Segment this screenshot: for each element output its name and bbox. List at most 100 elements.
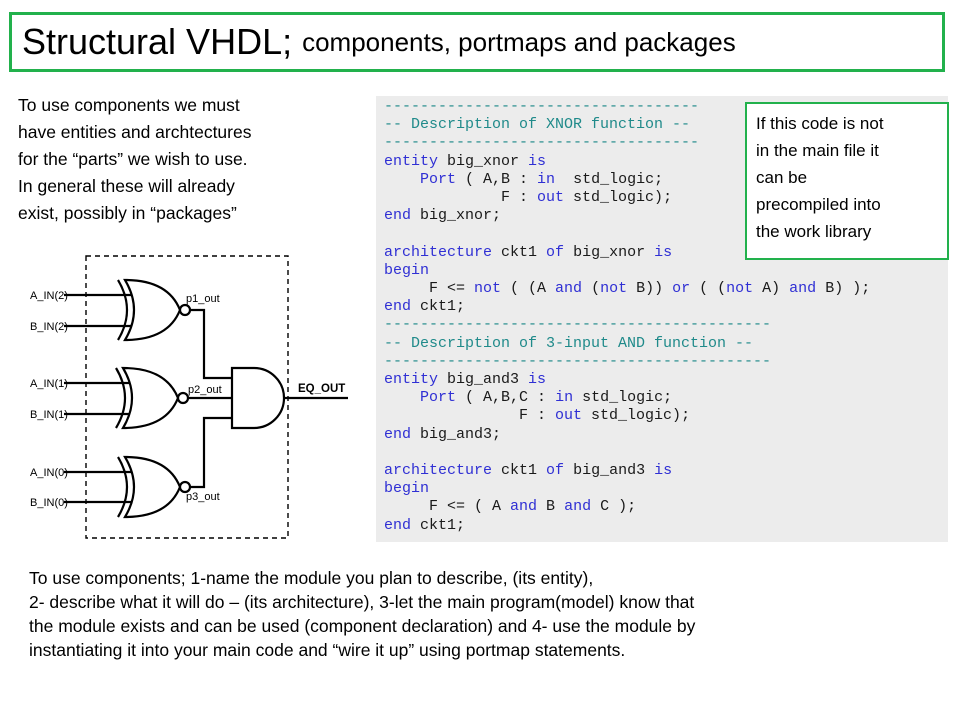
code-comment: -- Description of 3-input AND function -… (384, 334, 754, 352)
code-keyword: out (537, 189, 565, 206)
code-keyword: of (546, 243, 565, 261)
code-text: std_logic); (564, 189, 673, 206)
code-text: ckt1 (492, 462, 547, 479)
wire-p3 (190, 416, 232, 489)
code-keyword: not (474, 280, 502, 297)
code-comment: ----------------------------------- (384, 134, 700, 152)
code-keyword: not (600, 280, 628, 297)
code-keyword: and (555, 280, 583, 297)
code-line: entity big_xnor is (384, 153, 546, 171)
code-text: F : (384, 407, 556, 425)
code-text: big_and3 (564, 462, 655, 479)
intro-line: To use components we must (18, 95, 240, 115)
code-text: ( A,B,C : (456, 389, 556, 407)
code-line: -- Description of 3-input AND function -… (384, 335, 753, 353)
code-keyword: architecture (384, 462, 493, 479)
input-label: A_IN(0) (30, 467, 68, 479)
code-keyword: is (654, 462, 673, 479)
precompile-note: If this code is not in the main file it … (745, 102, 949, 260)
code-keyword: entity (384, 152, 439, 170)
intro-line: for the “parts” we wish to use. (18, 149, 248, 169)
note-line: in the main file it (756, 141, 879, 160)
code-keyword: not (726, 280, 754, 297)
code-keyword: is (654, 243, 673, 261)
code-keyword: or (672, 280, 691, 297)
code-keyword: end (384, 207, 412, 225)
node-label: p1_out (186, 293, 220, 305)
input-label: A_IN(2) (30, 290, 68, 302)
code-line: end ckt1; (384, 298, 465, 316)
code-text: ( A,B : (456, 170, 538, 188)
code-text: ( ( (690, 280, 727, 297)
xnor-equality-circuit-diagram: A_IN(2) B_IN(2) A_IN(1) B_IN(1) A_IN(0) … (30, 255, 348, 539)
intro-line: In general these will already (18, 176, 235, 196)
bottom-line: the module exists and can be used (compo… (29, 616, 696, 636)
bottom-paragraph: To use components; 1-name the module you… (29, 566, 939, 662)
code-text: B)) (627, 280, 673, 297)
intro-line: have entities and archtectures (18, 122, 252, 142)
code-comment: -- Description of XNOR function -- (384, 116, 691, 134)
code-text: F : (384, 189, 538, 206)
code-line: end ckt1; (384, 517, 465, 535)
code-line: ----------------------------------- (384, 134, 699, 152)
intro-line: exist, possibly in “packages” (18, 203, 237, 223)
code-line: begin (384, 480, 429, 498)
code-line: F <= not ( (A and (not B)) or ( (not A) … (384, 280, 870, 298)
code-text: big_and3; (411, 425, 502, 443)
code-keyword: in (555, 389, 574, 407)
bottom-line: instantiating it into your main code and… (29, 640, 626, 660)
intro-paragraph: To use components we must have entities … (18, 92, 343, 227)
code-text: B) ); (816, 280, 871, 297)
code-line: ----------------------------------------… (384, 353, 771, 371)
code-text: ( (A (501, 280, 556, 297)
code-keyword: end (384, 425, 412, 443)
code-keyword: of (546, 462, 565, 479)
xnor-gate-1 (117, 278, 192, 342)
code-text: std_logic); (582, 407, 691, 425)
code-comment: ----------------------------------------… (384, 352, 772, 370)
code-text: big_xnor (438, 152, 529, 170)
and3-gate (230, 366, 286, 430)
code-line: architecture ckt1 of big_xnor is (384, 244, 672, 262)
code-keyword: is (528, 371, 547, 388)
code-line: Port ( A,B,C : in std_logic; (384, 389, 672, 407)
code-line: Port ( A,B : in std_logic; (384, 171, 663, 189)
input-label: B_IN(1) (30, 409, 68, 421)
code-text (384, 171, 420, 188)
code-keyword: out (555, 407, 583, 425)
code-keyword: begin (384, 261, 430, 279)
code-line: architecture ckt1 of big_and3 is (384, 462, 672, 480)
input-label: B_IN(0) (30, 497, 68, 509)
code-text: A) (753, 280, 790, 297)
input-label: B_IN(2) (30, 321, 68, 333)
code-text: B (537, 498, 565, 516)
code-text: ckt1; (411, 516, 466, 534)
code-line: begin (384, 262, 429, 280)
code-line: ----------------------------------- (384, 98, 699, 116)
code-text: F <= ( A (384, 498, 511, 516)
input-label: A_IN(1) (30, 378, 68, 390)
code-comment: ----------------------------------- (384, 98, 700, 115)
code-keyword: begin (384, 480, 430, 498)
code-text: std_logic; (573, 389, 673, 407)
code-keyword: Port (420, 389, 457, 407)
code-text: big_xnor; (411, 207, 502, 225)
xnor-gate-3 (117, 455, 192, 519)
code-line: -- Description of XNOR function -- (384, 116, 690, 134)
code-line: end big_xnor; (384, 207, 501, 225)
code-text: std_logic; (555, 170, 664, 188)
code-text: big_xnor (564, 243, 655, 261)
code-keyword: entity (384, 371, 439, 388)
slide-title-main: Structural VHDL; (22, 21, 293, 62)
note-line: If this code is not (756, 114, 884, 133)
slide-title-box: Structural VHDL; components, portmaps an… (9, 12, 945, 72)
wire-p1 (190, 308, 232, 380)
code-keyword: Port (420, 170, 457, 188)
node-label: p2_out (188, 384, 222, 396)
note-line: can be (756, 168, 808, 187)
code-text: ckt1 (492, 243, 547, 261)
code-text: ckt1; (411, 298, 466, 316)
code-keyword: end (384, 298, 412, 316)
code-line: F <= ( A and B and C ); (384, 498, 636, 516)
code-text: ( (582, 280, 601, 297)
